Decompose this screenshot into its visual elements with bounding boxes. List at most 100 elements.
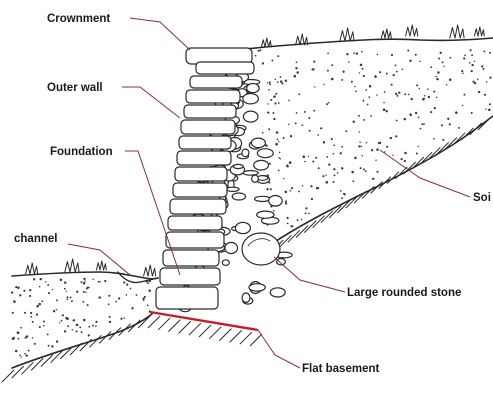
rubble-stone <box>242 149 249 157</box>
leader-lines <box>68 18 470 368</box>
soil-dot <box>17 287 20 290</box>
soil-dot <box>285 80 287 82</box>
soil-dot <box>462 73 464 75</box>
soil-dot <box>484 94 486 96</box>
soil-dot <box>123 281 125 283</box>
soil-dot <box>278 170 280 172</box>
soil-dot <box>51 345 53 347</box>
soil-dot <box>397 95 399 97</box>
rubble-stone <box>252 175 259 182</box>
soil-dot <box>428 96 430 98</box>
hatch-stroke <box>148 316 160 328</box>
soil-dot <box>65 291 66 292</box>
soil-dot <box>386 73 388 75</box>
soil-dot <box>430 66 432 68</box>
soil-dot <box>276 131 279 134</box>
soil-dot <box>443 65 444 66</box>
hatch-stroke <box>250 334 262 346</box>
soil-dot <box>416 84 418 86</box>
soil-dot <box>442 61 444 63</box>
soil-dot <box>258 50 260 52</box>
rubble-stone <box>242 293 250 302</box>
wall-stone <box>184 105 236 118</box>
soil-dot <box>359 72 360 73</box>
soil-dot <box>483 50 485 52</box>
rubble-stone <box>222 260 229 266</box>
soil-dot <box>376 171 378 173</box>
soil-dot <box>424 95 426 97</box>
soil-dot <box>72 329 73 330</box>
soil-dot <box>308 156 309 157</box>
soil-dot <box>29 295 31 297</box>
soil-dot <box>268 89 270 91</box>
soil-dot <box>489 103 491 105</box>
soil-dot <box>274 102 276 104</box>
soil-dot <box>260 49 262 51</box>
rubble-stone <box>277 259 286 265</box>
soil-dot <box>371 149 373 151</box>
soil-dot <box>52 289 53 290</box>
soil-dot <box>267 111 269 113</box>
wall-stone <box>168 216 222 230</box>
soil-dot <box>395 135 397 137</box>
soil-dot <box>340 152 342 154</box>
soil-dot <box>130 288 132 290</box>
crown-stone-lower <box>196 62 254 74</box>
soil-dot <box>275 79 277 81</box>
soil-dot <box>304 161 306 163</box>
soil-dot <box>108 295 110 297</box>
soil-dot <box>76 324 79 327</box>
soil-dot <box>472 81 474 83</box>
soil-dot <box>464 55 466 57</box>
soil-dot <box>392 155 393 156</box>
wall-stone <box>175 167 227 181</box>
soil-dot <box>313 61 315 63</box>
soil-dot <box>438 58 440 60</box>
soil-dot <box>84 281 85 282</box>
soil-dot <box>273 210 275 212</box>
soil-dot <box>273 118 275 120</box>
grass-tuft <box>65 259 79 272</box>
soil-dot <box>26 354 28 356</box>
leader-flat-basement <box>258 330 300 368</box>
soil-dot <box>269 163 271 165</box>
rubble-stone <box>233 164 243 168</box>
soil-dot <box>358 115 360 117</box>
soil-dot <box>478 91 480 93</box>
soil-dot <box>326 103 328 105</box>
soil-dot <box>13 300 16 303</box>
soil-dot <box>334 174 336 176</box>
soil-dot <box>481 65 483 67</box>
soil-dot <box>328 163 330 165</box>
soil-dot <box>87 304 89 306</box>
soil-dot <box>326 156 328 158</box>
soil-dot <box>18 338 20 340</box>
soil-dot <box>489 52 491 54</box>
outer-wall-stones <box>156 76 242 309</box>
hatch-stroke <box>158 318 170 330</box>
rubble-stone <box>247 84 260 93</box>
grass-tuft <box>340 28 354 41</box>
soil-dot <box>379 71 381 73</box>
soil-dot <box>302 185 304 187</box>
hatch-stroke <box>80 339 92 351</box>
soil-dot <box>440 52 442 54</box>
soil-dot <box>390 137 392 139</box>
grass-tuft <box>144 265 156 276</box>
soil-dot <box>395 64 397 66</box>
soil-dot <box>15 350 18 353</box>
soil-dot <box>73 319 75 321</box>
soil-dot <box>99 281 100 282</box>
soil-dot <box>287 223 289 225</box>
soil-dot <box>86 288 88 290</box>
soil-dot <box>301 219 303 221</box>
soil-dot <box>291 187 293 189</box>
soil-dot <box>295 67 297 69</box>
soil-dot <box>391 54 393 56</box>
soil-dot <box>43 325 45 327</box>
soil-dot <box>313 110 315 112</box>
soil-dot <box>360 167 362 169</box>
label-outer-wall: Outer wall <box>47 82 103 94</box>
soil-dot <box>36 305 39 308</box>
soil-dot <box>325 175 326 176</box>
